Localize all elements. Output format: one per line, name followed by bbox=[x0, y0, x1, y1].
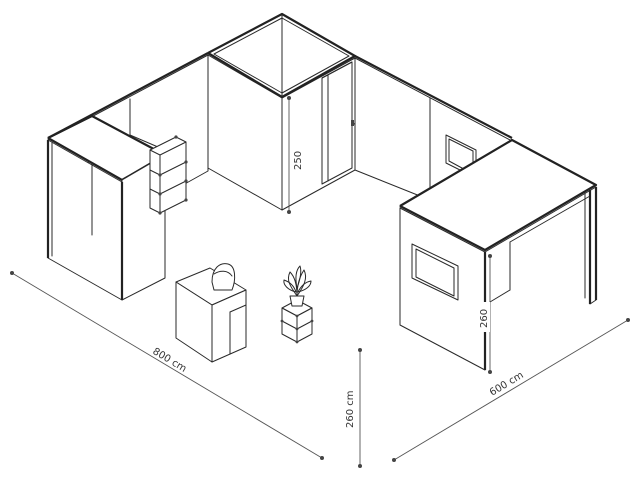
reception-desk bbox=[175, 267, 247, 363]
width-dimension: 800 cm bbox=[10, 271, 324, 460]
height-dimension: 260 cm bbox=[340, 348, 362, 468]
plant-pedestal bbox=[280, 299, 314, 344]
back-center-wall-left bbox=[207, 54, 283, 211]
back-corner-dimension: 250 bbox=[287, 96, 304, 214]
right-wall-height-label: 260 bbox=[479, 309, 490, 328]
plant bbox=[283, 265, 312, 307]
back-right-wall-top-rail bbox=[354, 55, 513, 139]
left-shelf-unit bbox=[149, 135, 188, 215]
front-monitor bbox=[411, 243, 459, 301]
width-label: 800 cm bbox=[150, 346, 188, 375]
right-wall-dimension: 260 bbox=[476, 254, 492, 374]
storage-door bbox=[321, 61, 353, 185]
door-handle bbox=[351, 120, 354, 126]
height-label: 260 cm bbox=[345, 390, 356, 428]
back-corner-height-label: 250 bbox=[293, 151, 304, 170]
desk-chair bbox=[211, 263, 236, 291]
